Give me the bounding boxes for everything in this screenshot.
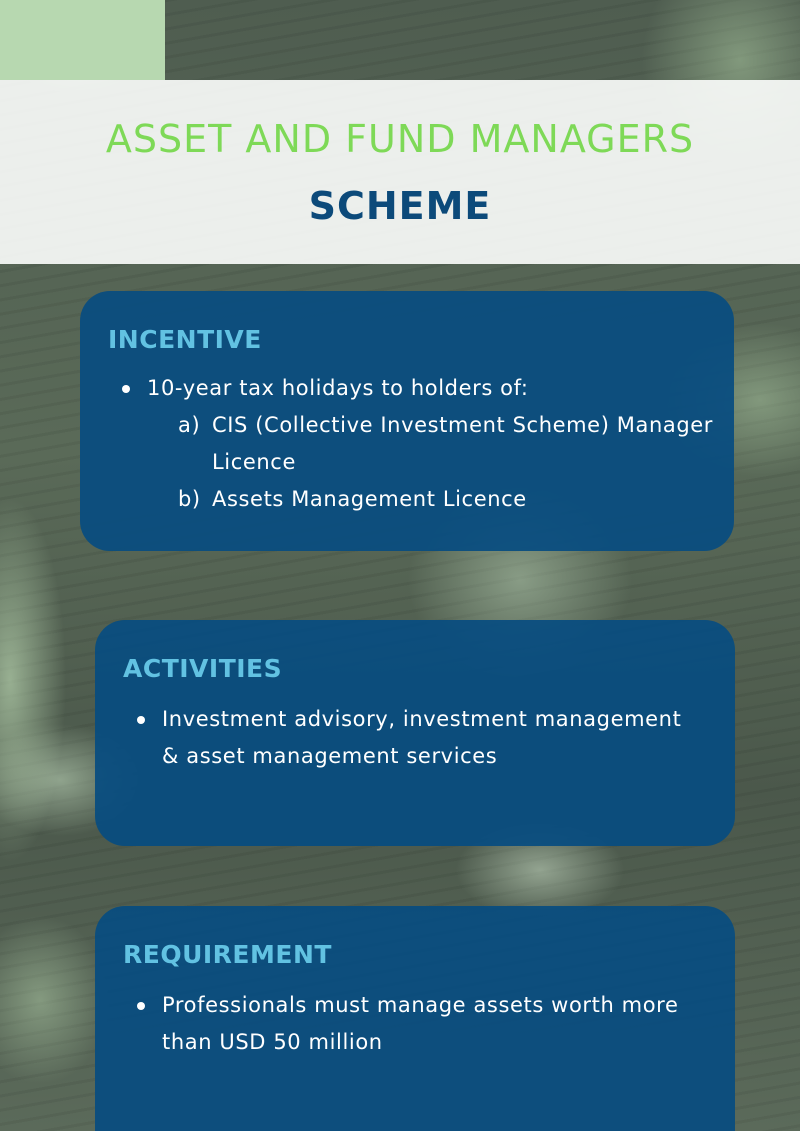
sub-item-text: Assets Management Licence <box>212 487 527 511</box>
sub-item-text: CIS (Collective Investment Scheme) Manag… <box>212 413 714 474</box>
sub-item-label: a) <box>178 413 201 437</box>
activities-bullet: Investment advisory, investment manageme… <box>137 701 697 775</box>
activities-heading: ACTIVITIES <box>123 654 283 683</box>
sub-item-label: b) <box>178 487 201 511</box>
title-banner <box>0 80 800 264</box>
requirement-heading: REQUIREMENT <box>123 940 332 969</box>
page-title: ASSET AND FUND MANAGERS <box>105 117 695 161</box>
requirement-card: REQUIREMENT Professionals must manage as… <box>95 906 735 1131</box>
bullet-text: Professionals must manage assets worth m… <box>162 993 679 1054</box>
bullet-text: Investment advisory, investment manageme… <box>162 707 682 768</box>
page-subtitle: SCHEME <box>308 184 492 228</box>
bullet-icon <box>137 1002 145 1010</box>
incentive-sub-item-b: b) Assets Management Licence <box>178 481 718 518</box>
background-chart-paper <box>0 0 165 80</box>
incentive-card: INCENTIVE 10-year tax holidays to holder… <box>80 291 734 551</box>
incentive-heading: INCENTIVE <box>108 325 262 354</box>
requirement-bullet: Professionals must manage assets worth m… <box>137 987 697 1061</box>
bullet-text: 10-year tax holidays to holders of: <box>147 376 529 400</box>
activities-card: ACTIVITIES Investment advisory, investme… <box>95 620 735 846</box>
bullet-icon <box>137 716 145 724</box>
incentive-sub-item-a: a) CIS (Collective Investment Scheme) Ma… <box>178 407 718 481</box>
bullet-icon <box>122 385 130 393</box>
incentive-bullet: 10-year tax holidays to holders of: <box>122 370 712 407</box>
